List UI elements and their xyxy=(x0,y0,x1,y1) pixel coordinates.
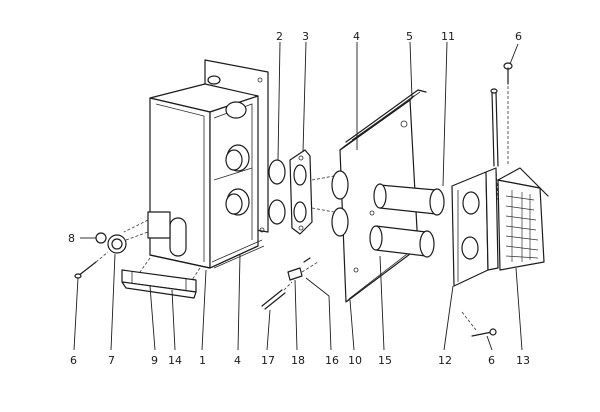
bottom-bracket xyxy=(121,257,201,299)
leader-lines xyxy=(73,41,523,351)
callout-4: 4 xyxy=(353,30,360,43)
callout-16: 16 xyxy=(325,354,339,367)
callout-4: 4 xyxy=(234,354,241,367)
callout-1: 1 xyxy=(199,354,206,367)
callout-17: 17 xyxy=(261,354,275,367)
rod xyxy=(490,88,499,201)
o-rings xyxy=(268,159,286,225)
front-bezel xyxy=(451,167,499,287)
callout-2: 2 xyxy=(276,30,283,43)
screw-bottom xyxy=(461,311,497,337)
callout-14: 14 xyxy=(168,354,182,367)
callout-11: 11 xyxy=(441,30,455,43)
housing-frame xyxy=(123,59,269,269)
callout-6: 6 xyxy=(70,354,77,367)
screw-left xyxy=(74,251,109,279)
callout-12: 12 xyxy=(438,354,452,367)
callout-18: 18 xyxy=(291,354,305,367)
small-disc xyxy=(95,232,107,244)
callout-6: 6 xyxy=(515,30,522,43)
screw-top xyxy=(503,62,513,166)
callout-10: 10 xyxy=(348,354,362,367)
pin xyxy=(261,281,293,310)
clip-parts xyxy=(287,257,319,281)
callout-8: 8 xyxy=(68,232,75,245)
callout-9: 9 xyxy=(151,354,158,367)
callout-13: 13 xyxy=(516,354,530,367)
callout-15: 15 xyxy=(378,354,392,367)
callout-6: 6 xyxy=(488,354,495,367)
gasket-plate xyxy=(289,149,335,235)
callout-3: 3 xyxy=(302,30,309,43)
grille-cover xyxy=(497,167,549,271)
callout-5: 5 xyxy=(406,30,413,43)
callout-7: 7 xyxy=(108,354,115,367)
knob-bushing xyxy=(107,231,149,254)
callout-labels: 2 3 4 5 11 6 8 6 7 9 14 1 4 17 18 16 10 … xyxy=(68,30,530,367)
tubes xyxy=(369,183,445,258)
